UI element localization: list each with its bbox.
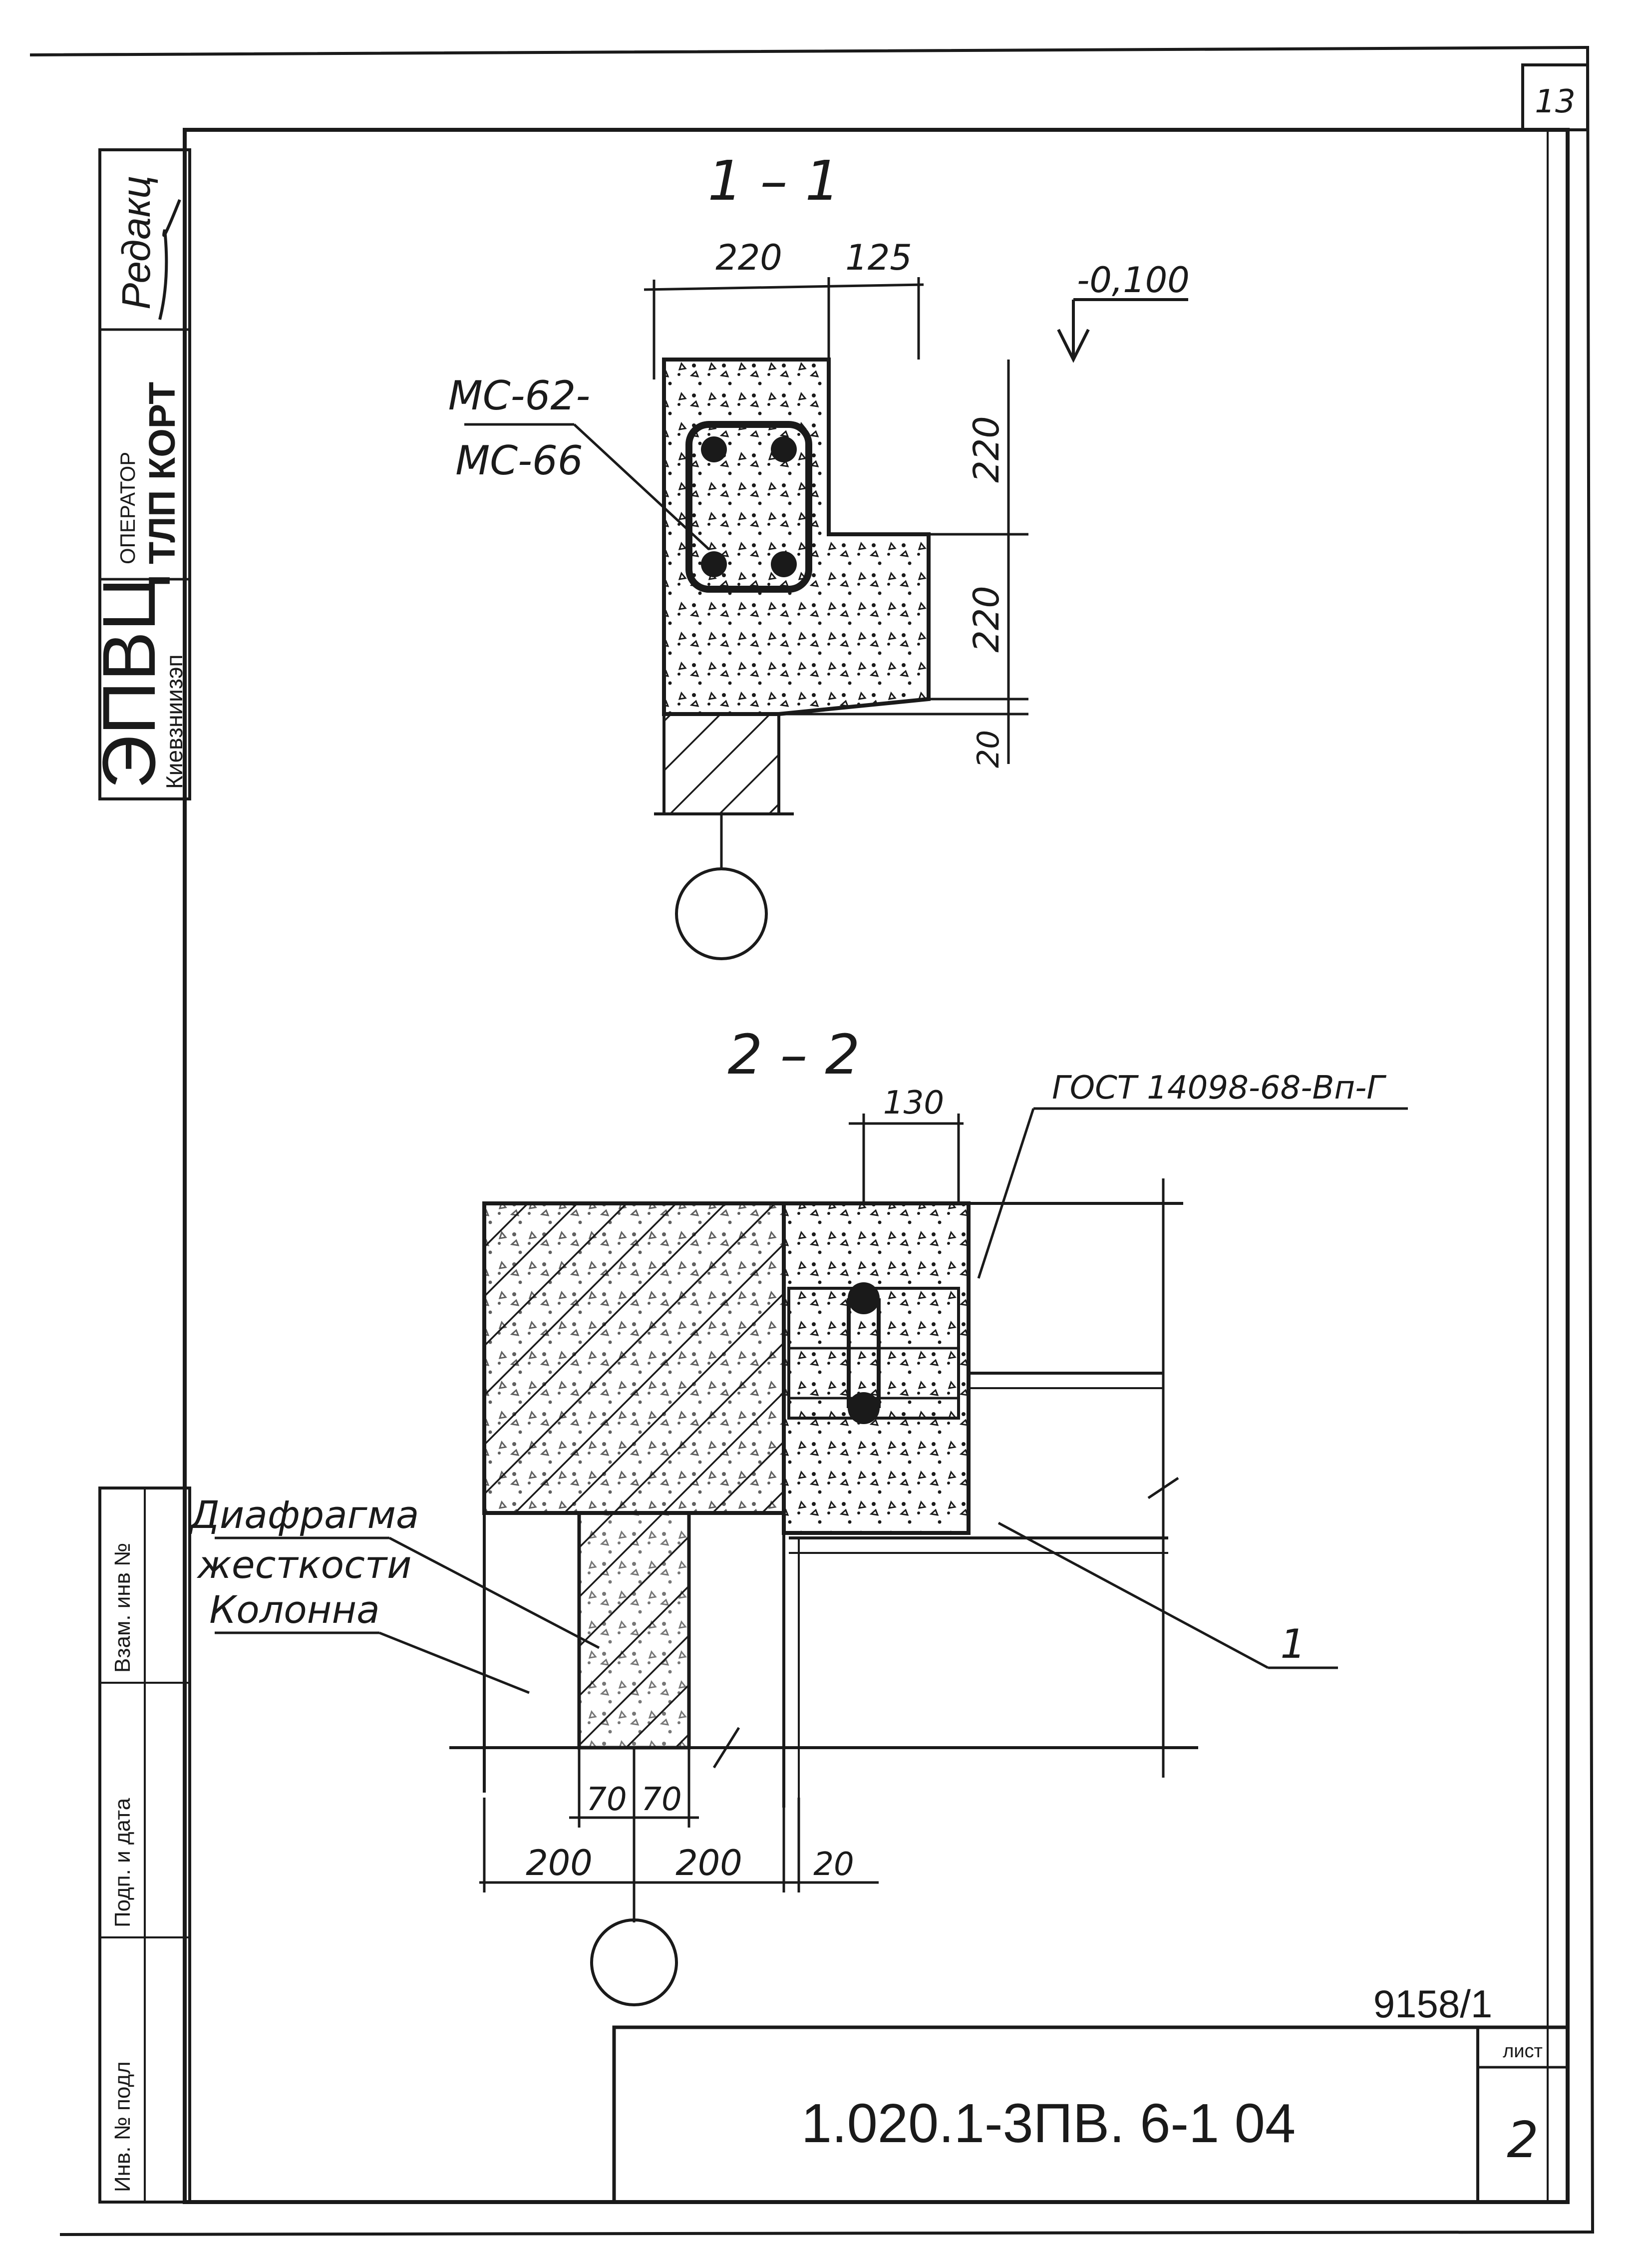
archive-number: 9158/1 — [1373, 1982, 1493, 2026]
org-name: Киевзниизэп — [161, 655, 187, 789]
level-mark-text: -0,100 — [1077, 260, 1190, 301]
dim-220-top: 220 — [715, 237, 782, 278]
rebar-label-line-1: МС-62- — [448, 373, 590, 419]
dim-130: 130 — [883, 1085, 944, 1122]
axis-marker-1 — [675, 867, 768, 960]
rebar-bottom-right — [771, 551, 797, 577]
dim-70-right: 70 — [641, 1781, 681, 1818]
dim-200-left: 200 — [526, 1843, 593, 1883]
dim-20: 20 — [971, 730, 1006, 768]
diaphragm-label-line-1: Диафрагма — [189, 1493, 419, 1537]
edit-label: Редакц — [114, 176, 158, 310]
title-block: 9158/1 1.020.1-3ПВ. 6-1 04 лист 2 — [612, 1982, 1570, 2204]
dim-200-right: 200 — [675, 1843, 742, 1883]
beam-section-concrete — [662, 358, 931, 716]
rebar-2-top — [848, 1282, 880, 1314]
axis-marker-2 — [590, 1918, 678, 2006]
side-stamp: Взам. инв № Подп. и дата Инв. № подл — [98, 1487, 191, 2204]
column-label-text: Колонна — [209, 1587, 379, 1632]
operator-name: ТЛП КОРТ — [141, 382, 183, 564]
document-code: 1.020.1-3ПВ. 6-1 04 — [801, 2093, 1296, 2154]
level-mark — [1057, 298, 1188, 363]
sheet-number: 2 — [1507, 2111, 1539, 2169]
dim-20-bottom: 20 — [813, 1846, 854, 1883]
stamp-cell-replace: Взам. инв № — [110, 1543, 135, 1673]
dimension-bottom — [479, 1748, 879, 1892]
left-stamp: Редакц ОПЕРАТОР ТЛП КОРТ ЭПВЦ Киевзниизэ… — [87, 148, 191, 800]
dim-220-upper: 220 — [966, 416, 1007, 483]
wall-below-section-1 — [662, 713, 780, 815]
page-number-box: 13 — [1521, 63, 1589, 131]
stamp-cell-signature: Подп. и дата — [110, 1798, 135, 1927]
stamp-cell-inventory: Инв. № подл — [110, 2061, 135, 2192]
rebar-label: МС-62- МС-66 — [448, 373, 710, 550]
beam-section-concrete-2 — [782, 1201, 971, 1535]
callout-1-text: 1 — [1281, 1621, 1306, 1667]
section-2-title: 2 – 2 — [728, 1023, 860, 1087]
diaphragm-label: Диафрагма жесткости — [189, 1493, 600, 1649]
section-1-1: 1 – 1 220 125 -0,100 — [448, 149, 1190, 960]
dimension-top — [644, 277, 924, 379]
gost-label: ГОСТ 14098-68-Вп-Г — [977, 1070, 1408, 1279]
rebar-top-left — [701, 436, 727, 462]
section-1-title: 1 – 1 — [708, 149, 840, 213]
gost-label-text: ГОСТ 14098-68-Вп-Г — [1052, 1070, 1386, 1107]
org-abbr: ЭПВЦ — [87, 576, 171, 789]
rebar-label-line-2: МС-66 — [455, 437, 583, 484]
rebar-cage — [685, 421, 812, 593]
rebar-2-bottom — [848, 1392, 880, 1424]
diaphragm-label-line-2: жесткости — [196, 1542, 411, 1587]
dimension-130 — [849, 1114, 964, 1203]
operator-label: ОПЕРАТОР — [116, 452, 139, 564]
dim-70-left: 70 — [586, 1781, 627, 1818]
sheet-label: лист — [1503, 2041, 1543, 2062]
dim-125-top: 125 — [845, 237, 912, 278]
section-2-2: 2 – 2 130 ГОСТ 14098-68-Вп-Г — [189, 1023, 1408, 2006]
page-number: 13 — [1535, 83, 1575, 120]
dimension-right — [779, 360, 1028, 764]
callout-1: 1 — [997, 1521, 1338, 1669]
signature-mark — [158, 199, 181, 320]
column-label: Колонна — [209, 1587, 530, 1694]
rebar-top-right — [771, 436, 797, 462]
rebar-bottom-left — [701, 551, 727, 577]
dim-220-lower: 220 — [966, 586, 1007, 653]
